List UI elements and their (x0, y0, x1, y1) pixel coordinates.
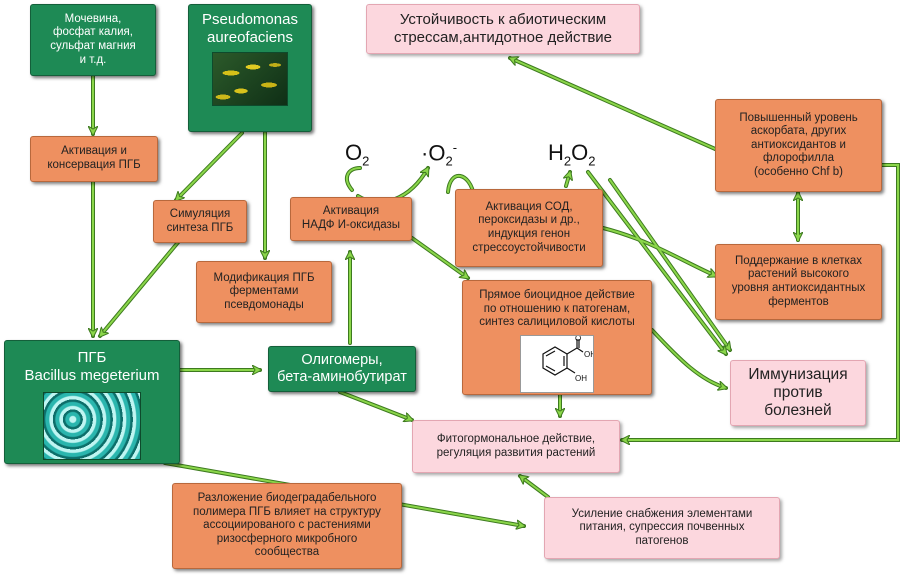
h2o2-sub2: 2 (588, 153, 596, 169)
pseudomonas-line-1: Pseudomonas (202, 11, 298, 28)
sod-line-4: стрессоустойчивости (472, 241, 586, 254)
degradation-line-2: полимера ПГБ влияет на структуру (193, 505, 381, 518)
phytohormone-box: Фитогормональное действие, регуляция раз… (412, 420, 620, 473)
modification-line-3: псевдомонады (224, 298, 304, 311)
nadph-line-1: Активация (322, 205, 380, 218)
mol-oh-top: OH (584, 350, 594, 359)
nutrients-line-3: сульфат магния (50, 40, 136, 52)
nadph-box: Активация НАДФ И-оксидазы (290, 197, 412, 241)
h2o2-label: H2O2 (548, 140, 595, 168)
nutrients-box: Мочевина, фосфат калия, сульфат магния и… (30, 4, 156, 76)
stress-line-1: Устойчивость к абиотическим (399, 11, 607, 29)
sod-box: Активация СОД, пероксидазы и др., индукц… (455, 189, 603, 267)
pgb-line-1: ПГБ (77, 349, 107, 366)
salicylic-acid-structure: OH O OH (520, 334, 594, 393)
biocidal-box: Прямое биоцидное действие по отношению к… (462, 280, 652, 395)
h2o2-o: O (571, 140, 589, 165)
superoxide-label: ·O2- (421, 140, 457, 169)
degradation-box: Разложение биодеградабельного полимера П… (172, 483, 402, 569)
modification-box: Модификация ПГБ ферментами псевдомонады (196, 261, 332, 323)
sod-line-3: индукция генон (487, 228, 571, 240)
nutrition-line-3: патогенов (635, 534, 689, 547)
superoxide-base: O (428, 140, 446, 166)
sod-line-2: пероксидазы и др., (478, 214, 580, 227)
mol-o: O (575, 335, 581, 343)
immunization-box: Иммунизация против болезней (730, 360, 866, 426)
ascorbate-line-2: аскорбата, других (750, 125, 847, 138)
ascorbate-line-4: флорофилла (763, 152, 834, 165)
biocidal-line-2: по отношению к патогенам, (483, 302, 631, 315)
immunization-line-3: болезней (764, 402, 832, 420)
activation-pgb-line-1: Активация и (61, 145, 127, 158)
biocidal-line-3: синтез салициловой кислоты (479, 316, 635, 329)
simulation-line-1: Симуляция (169, 207, 231, 220)
oligomers-line-1: Олигомеры, (301, 351, 383, 368)
oligomers-line-2: бета-аминобутират (277, 369, 407, 385)
degradation-line-5: сообщества (254, 546, 320, 559)
maintenance-box: Поддержание в клетках растений высокого … (715, 244, 882, 320)
biocidal-line-1: Прямое биоцидное действие (479, 289, 635, 301)
ascorbate-line-5: (особенно Chf b) (754, 165, 843, 178)
maintenance-line-3: уровня антиоксидантных (731, 282, 866, 294)
o2-sub: 2 (362, 153, 370, 169)
nutrition-line-2: питания, супрессия почвенных (579, 521, 745, 534)
immunization-line-2: против (773, 383, 823, 401)
bacteria-photo (212, 52, 288, 107)
superoxide-sup: - (452, 140, 458, 155)
nutrition-box: Усиление снабжения элементами питания, с… (544, 497, 780, 559)
ascorbate-line-3: антиоксидантов и (751, 138, 846, 151)
simulation-box: Симуляция синтеза ПГБ (153, 200, 247, 243)
simulation-line-2: синтеза ПГБ (166, 221, 234, 234)
pseudomonas-line-2: aureofaciens (207, 28, 293, 46)
activation-pgb-line-2: консервация ПГБ (47, 159, 141, 171)
immunization-line-1: Иммунизация (748, 365, 848, 383)
o2-base: O (345, 140, 363, 165)
degradation-line-1: Разложение биодеградабельного (197, 492, 377, 505)
phytohormone-line-1: Фитогормональное действие, (436, 432, 596, 445)
pgb-box: ПГБ Bacillus megeterium (4, 340, 180, 464)
maintenance-line-4: ферментов (768, 295, 829, 308)
h2o2-sub1: 2 (563, 153, 572, 169)
o2-label: O2 (345, 140, 369, 168)
maintenance-line-1: Поддержание в клетках (735, 254, 862, 267)
nadph-line-2: НАДФ И-оксидазы (301, 219, 401, 231)
h2o2-h: H (548, 140, 564, 165)
modification-line-2: ферментами (229, 285, 299, 298)
modification-line-1: Модификация ПГБ (213, 271, 315, 284)
ascorbate-box: Повышенный уровень аскорбата, других ант… (715, 99, 882, 192)
nutrients-line-1: Мочевина, (64, 12, 122, 25)
maintenance-line-2: растений высокого (747, 268, 849, 281)
sod-line-1: Активация СОД, (485, 200, 573, 213)
degradation-line-4: ризосферного микробного (216, 532, 358, 545)
ascorbate-line-1: Повышенный уровень (739, 111, 858, 124)
pgb-line-2: Bacillus megeterium (24, 366, 160, 384)
degradation-line-3: ассоциированого с растениями (203, 519, 371, 532)
activation-pgb-box: Активация и консервация ПГБ (30, 136, 158, 182)
nutrition-line-1: Усиление снабжения элементами (571, 507, 753, 520)
superoxide-dot: · (421, 140, 429, 166)
bacillus-photo (43, 392, 141, 461)
pseudomonas-box: Pseudomonas aureofaciens (188, 4, 312, 132)
nutrients-line-2: фосфат калия, (53, 26, 133, 39)
phytohormone-line-2: регуляция развития растений (436, 446, 596, 459)
mol-oh-bottom: OH (575, 374, 587, 383)
nutrients-line-4: и т.д. (79, 53, 107, 66)
stress-line-2: стрессам,антидотное действие (393, 29, 613, 46)
superoxide-sub: 2 (445, 153, 453, 169)
stress-box: Устойчивость к абиотическим стрессам,ант… (366, 4, 640, 54)
oligomers-box: Олигомеры, бета-аминобутират (268, 346, 416, 392)
